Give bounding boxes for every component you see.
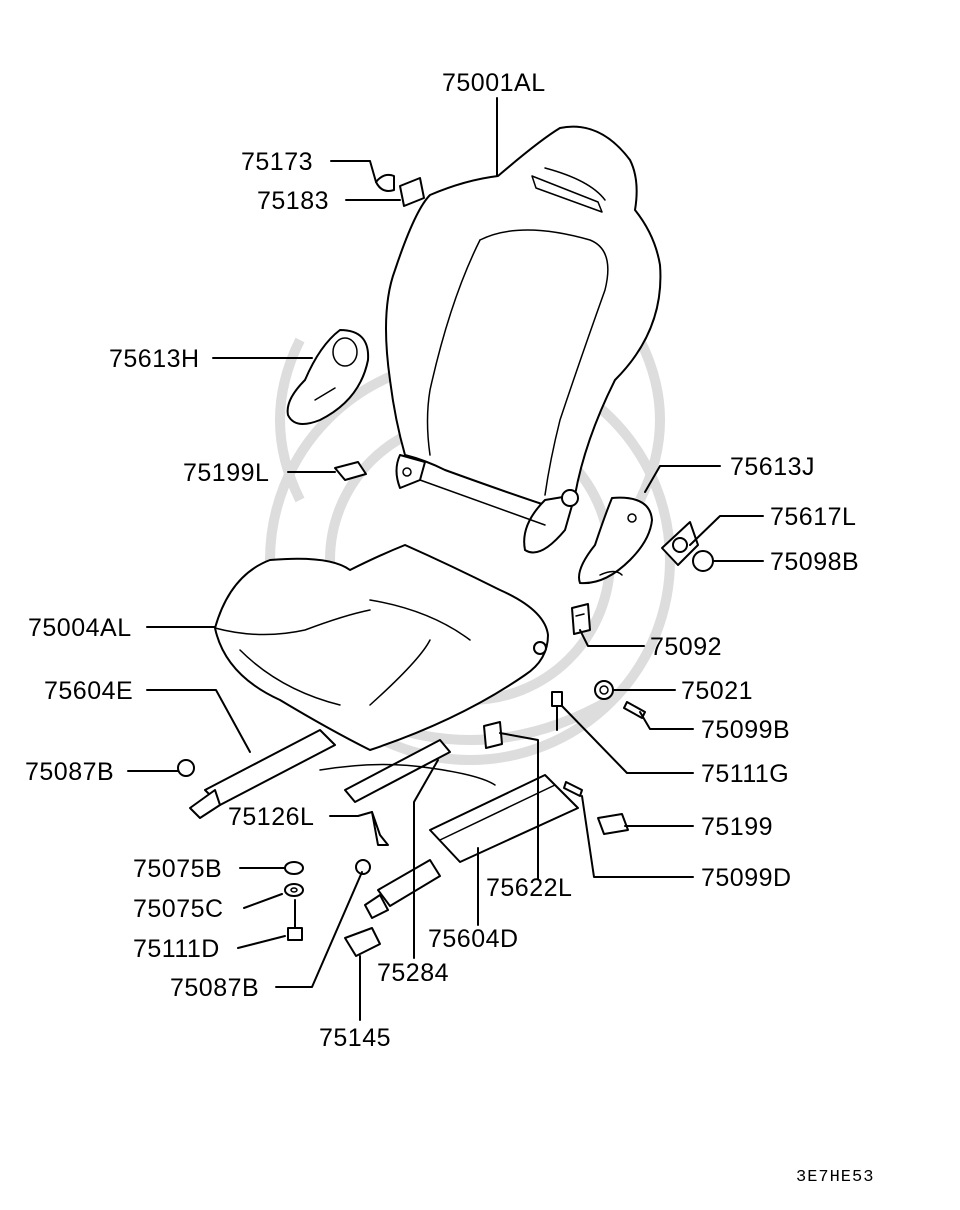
seat-cushion [214,544,549,751]
label-75001AL: 75001AL [442,69,546,97]
bracket-75622L [483,721,503,749]
bracket-75092 [571,603,591,635]
label-75111D: 75111D [133,935,220,963]
label-75126L: 75126L [228,803,314,831]
label-75604E: 75604E [44,677,133,705]
label-75183: 75183 [257,187,329,215]
label-75199: 75199 [701,813,773,841]
washer-75075B [284,861,304,875]
seat-rail-left [189,729,336,819]
nut-75087B-left [177,759,195,777]
label-75284: 75284 [377,959,449,987]
knob-75183 [399,177,425,207]
cap-75098B [692,550,714,572]
label-75087B-lower: 75087B [170,974,259,1002]
leader-lines [127,97,764,1021]
nut-75087B-lower [355,859,371,875]
seat-rail-right [364,774,579,919]
bolt-75099D [563,781,583,797]
label-75099B: 75099B [701,716,790,744]
cover-75145 [344,927,381,957]
clip-75173 [375,173,395,192]
label-75173: 75173 [241,148,313,176]
seat-back [385,125,662,554]
label-75004AL: 75004AL [28,614,132,642]
label-75604D: 75604D [428,925,519,953]
label-75021: 75021 [681,677,753,705]
washer-75075C [284,883,304,897]
bolt-75099B [623,701,646,719]
label-75111G: 75111G [701,760,789,788]
label-75622L: 75622L [486,874,572,902]
recliner-cover-right [578,496,653,585]
recliner-knob-plate [661,521,699,566]
label-75617L: 75617L [770,503,856,531]
bolt-75111D [287,899,303,941]
label-75613J: 75613J [730,453,815,481]
diagram-code: 3E7HE53 [796,1168,874,1187]
label-75087B-upper: 75087B [25,758,114,786]
label-75098B: 75098B [770,548,859,576]
rail-crossbar [319,739,496,846]
label-75075C: 75075C [133,895,224,923]
label-75099D: 75099D [701,864,792,892]
clip-75199 [597,813,629,835]
label-75075B: 75075B [133,855,222,883]
label-75145: 75145 [319,1024,391,1052]
recliner-cover-left [286,329,370,425]
label-75199L: 75199L [183,459,269,487]
bracket-75199L [334,461,367,481]
bushing-75021 [594,680,614,700]
label-75613H: 75613H [109,345,200,373]
label-75092: 75092 [650,633,722,661]
bolt-75111G [551,691,563,731]
